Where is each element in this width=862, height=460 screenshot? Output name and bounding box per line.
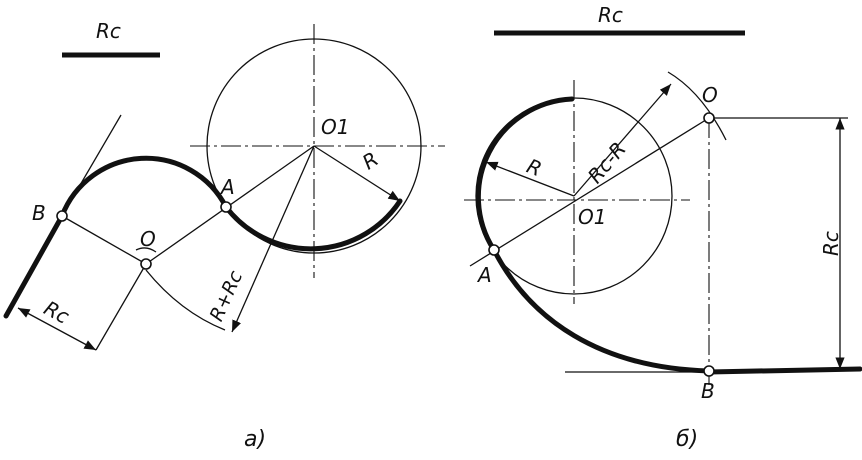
label-o1-a: O1 — [321, 115, 349, 139]
line-b-right — [706, 366, 862, 375]
line-thin-b — [61, 114, 122, 217]
point-b-b — [703, 365, 715, 377]
point-o-a — [140, 258, 152, 270]
label-r-b: R — [523, 154, 545, 181]
arc-circle-thick — [223, 198, 403, 252]
dim-r-a — [313, 145, 401, 202]
dim-rc-a — [17, 307, 97, 351]
line-o-down — [95, 263, 147, 351]
line-thick-b — [3, 213, 65, 319]
point-a-b — [488, 244, 500, 256]
caption-b: б) — [676, 427, 698, 452]
label-r-a: R — [358, 147, 383, 175]
label-a-b: A — [476, 263, 492, 287]
point-b-a — [56, 210, 68, 222]
line-o-a — [469, 117, 710, 267]
arc-mark-o-b — [667, 71, 727, 141]
arc-circle-thick-b — [475, 96, 575, 253]
label-b-b: B — [701, 379, 715, 403]
label-b-a: B — [32, 201, 46, 225]
label-r-plus-rc: R+Rc — [206, 267, 248, 325]
label-o-b: O — [702, 83, 718, 107]
caption-a: а) — [244, 427, 266, 452]
diagram-a: Rc B O A O1 R Rc — [3, 19, 445, 452]
label-o1-b: O1 — [578, 205, 606, 229]
arc-mark-o — [135, 247, 157, 253]
label-rc-a: Rc — [40, 296, 73, 329]
scale-label-b: Rc — [598, 3, 623, 27]
label-a-a: A — [219, 175, 235, 199]
scale-label-a: Rc — [96, 19, 121, 43]
dim-r-plus-rc — [231, 145, 315, 333]
dim-r-b — [485, 161, 575, 197]
point-o-b — [703, 112, 715, 124]
line-b-o — [61, 215, 147, 265]
label-rc-dim: Rc — [819, 231, 843, 256]
point-a-a — [220, 201, 232, 213]
diagram-b: Rc O O1 A B R Rc-R Rc — [464, 3, 862, 452]
arc-conjugation-b — [491, 247, 712, 374]
label-o-a: O — [140, 227, 156, 251]
dim-rc-minus-r — [573, 83, 672, 197]
label-rc-minus-r: Rc-R — [583, 137, 631, 188]
arc-r-plus-rc — [145, 269, 226, 331]
arc-conjugation-a — [59, 155, 229, 219]
